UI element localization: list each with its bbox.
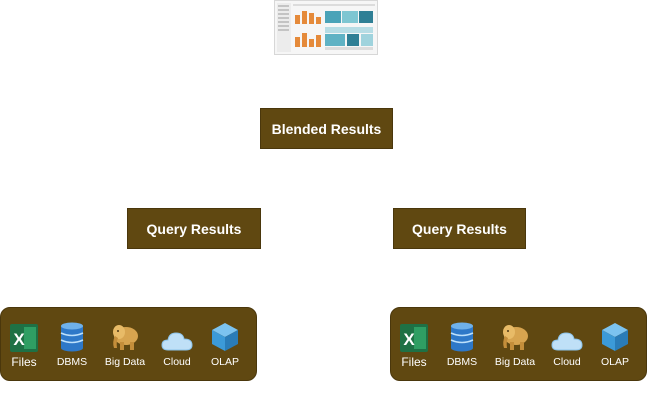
source-olap: OLAP [590,322,640,368]
cloud-icon [161,322,193,352]
dashboard-thumbnail [274,0,378,55]
query-results-label: Query Results [412,220,507,237]
source-olap: OLAP [200,322,250,368]
source-label: Cloud [553,356,581,368]
source-label: Cloud [163,356,191,368]
source-label: Big Data [494,356,536,368]
source-files: X Files [389,322,439,369]
olap-cube-icon [211,322,239,352]
source-label: OLAP [210,356,239,368]
blended-results-label: Blended Results [271,120,382,137]
hadoop-elephant-icon [499,322,531,352]
source-label: DBMS [446,356,478,368]
data-sources-group-right: X Files DBMS Big [390,307,647,381]
source-label: OLAP [600,356,629,368]
olap-cube-icon [601,322,629,352]
cloud-icon [551,322,583,352]
source-label: Files [401,355,427,369]
hadoop-elephant-icon [109,322,141,352]
source-label: Files [11,355,37,369]
database-icon [450,322,474,352]
query-results-node-right: Query Results [393,208,526,249]
source-files: X Files [0,322,49,369]
data-sources-group-left: X Files DBMS Big [0,307,257,381]
source-big-data: Big Data [100,322,150,368]
source-dbms: DBMS [47,322,97,368]
source-label: Big Data [104,356,146,368]
excel-icon: X [10,322,38,352]
excel-icon: X [400,322,428,352]
query-results-label: Query Results [146,220,242,237]
svg-text:X: X [403,330,415,349]
query-results-node-left: Query Results [127,208,261,249]
database-icon [60,322,84,352]
svg-text:X: X [13,330,25,349]
source-label: DBMS [56,356,88,368]
source-big-data: Big Data [490,322,540,368]
source-cloud: Cloud [542,322,592,368]
source-cloud: Cloud [152,322,202,368]
source-dbms: DBMS [437,322,487,368]
blended-results-node: Blended Results [260,108,393,149]
